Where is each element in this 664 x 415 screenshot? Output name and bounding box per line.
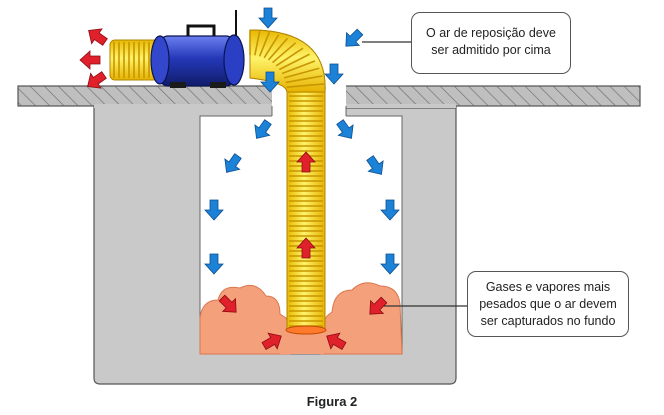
makeup-air-arrow-icon [339, 25, 367, 53]
makeup-air-arrow-icon [258, 7, 278, 29]
makeup-air-arrow-icon [324, 63, 344, 85]
callout-top-line-2: ser admitido por cima [431, 43, 551, 57]
callout-top-line-1: O ar de reposição deve [426, 26, 556, 40]
callout-bottom-line-3: ser capturados no fundo [480, 314, 616, 328]
callout-bottom-line-1: Gases e vapores mais [485, 280, 611, 294]
exhaust-air-arrow-icon [79, 50, 101, 70]
figure-caption: Figura 2 [306, 394, 358, 409]
exhaust-hose [109, 39, 163, 81]
exhaust-air-arrow-icon [83, 22, 111, 50]
callout-heavy-gases: Gases e vapores mais pesados que o ar de… [467, 271, 629, 337]
callout-bottom-line-2: pesados que o ar devem [479, 297, 617, 311]
callout-makeup-air: O ar de reposição deve ser admitido por … [411, 12, 571, 74]
fan-blower-icon [150, 10, 245, 88]
